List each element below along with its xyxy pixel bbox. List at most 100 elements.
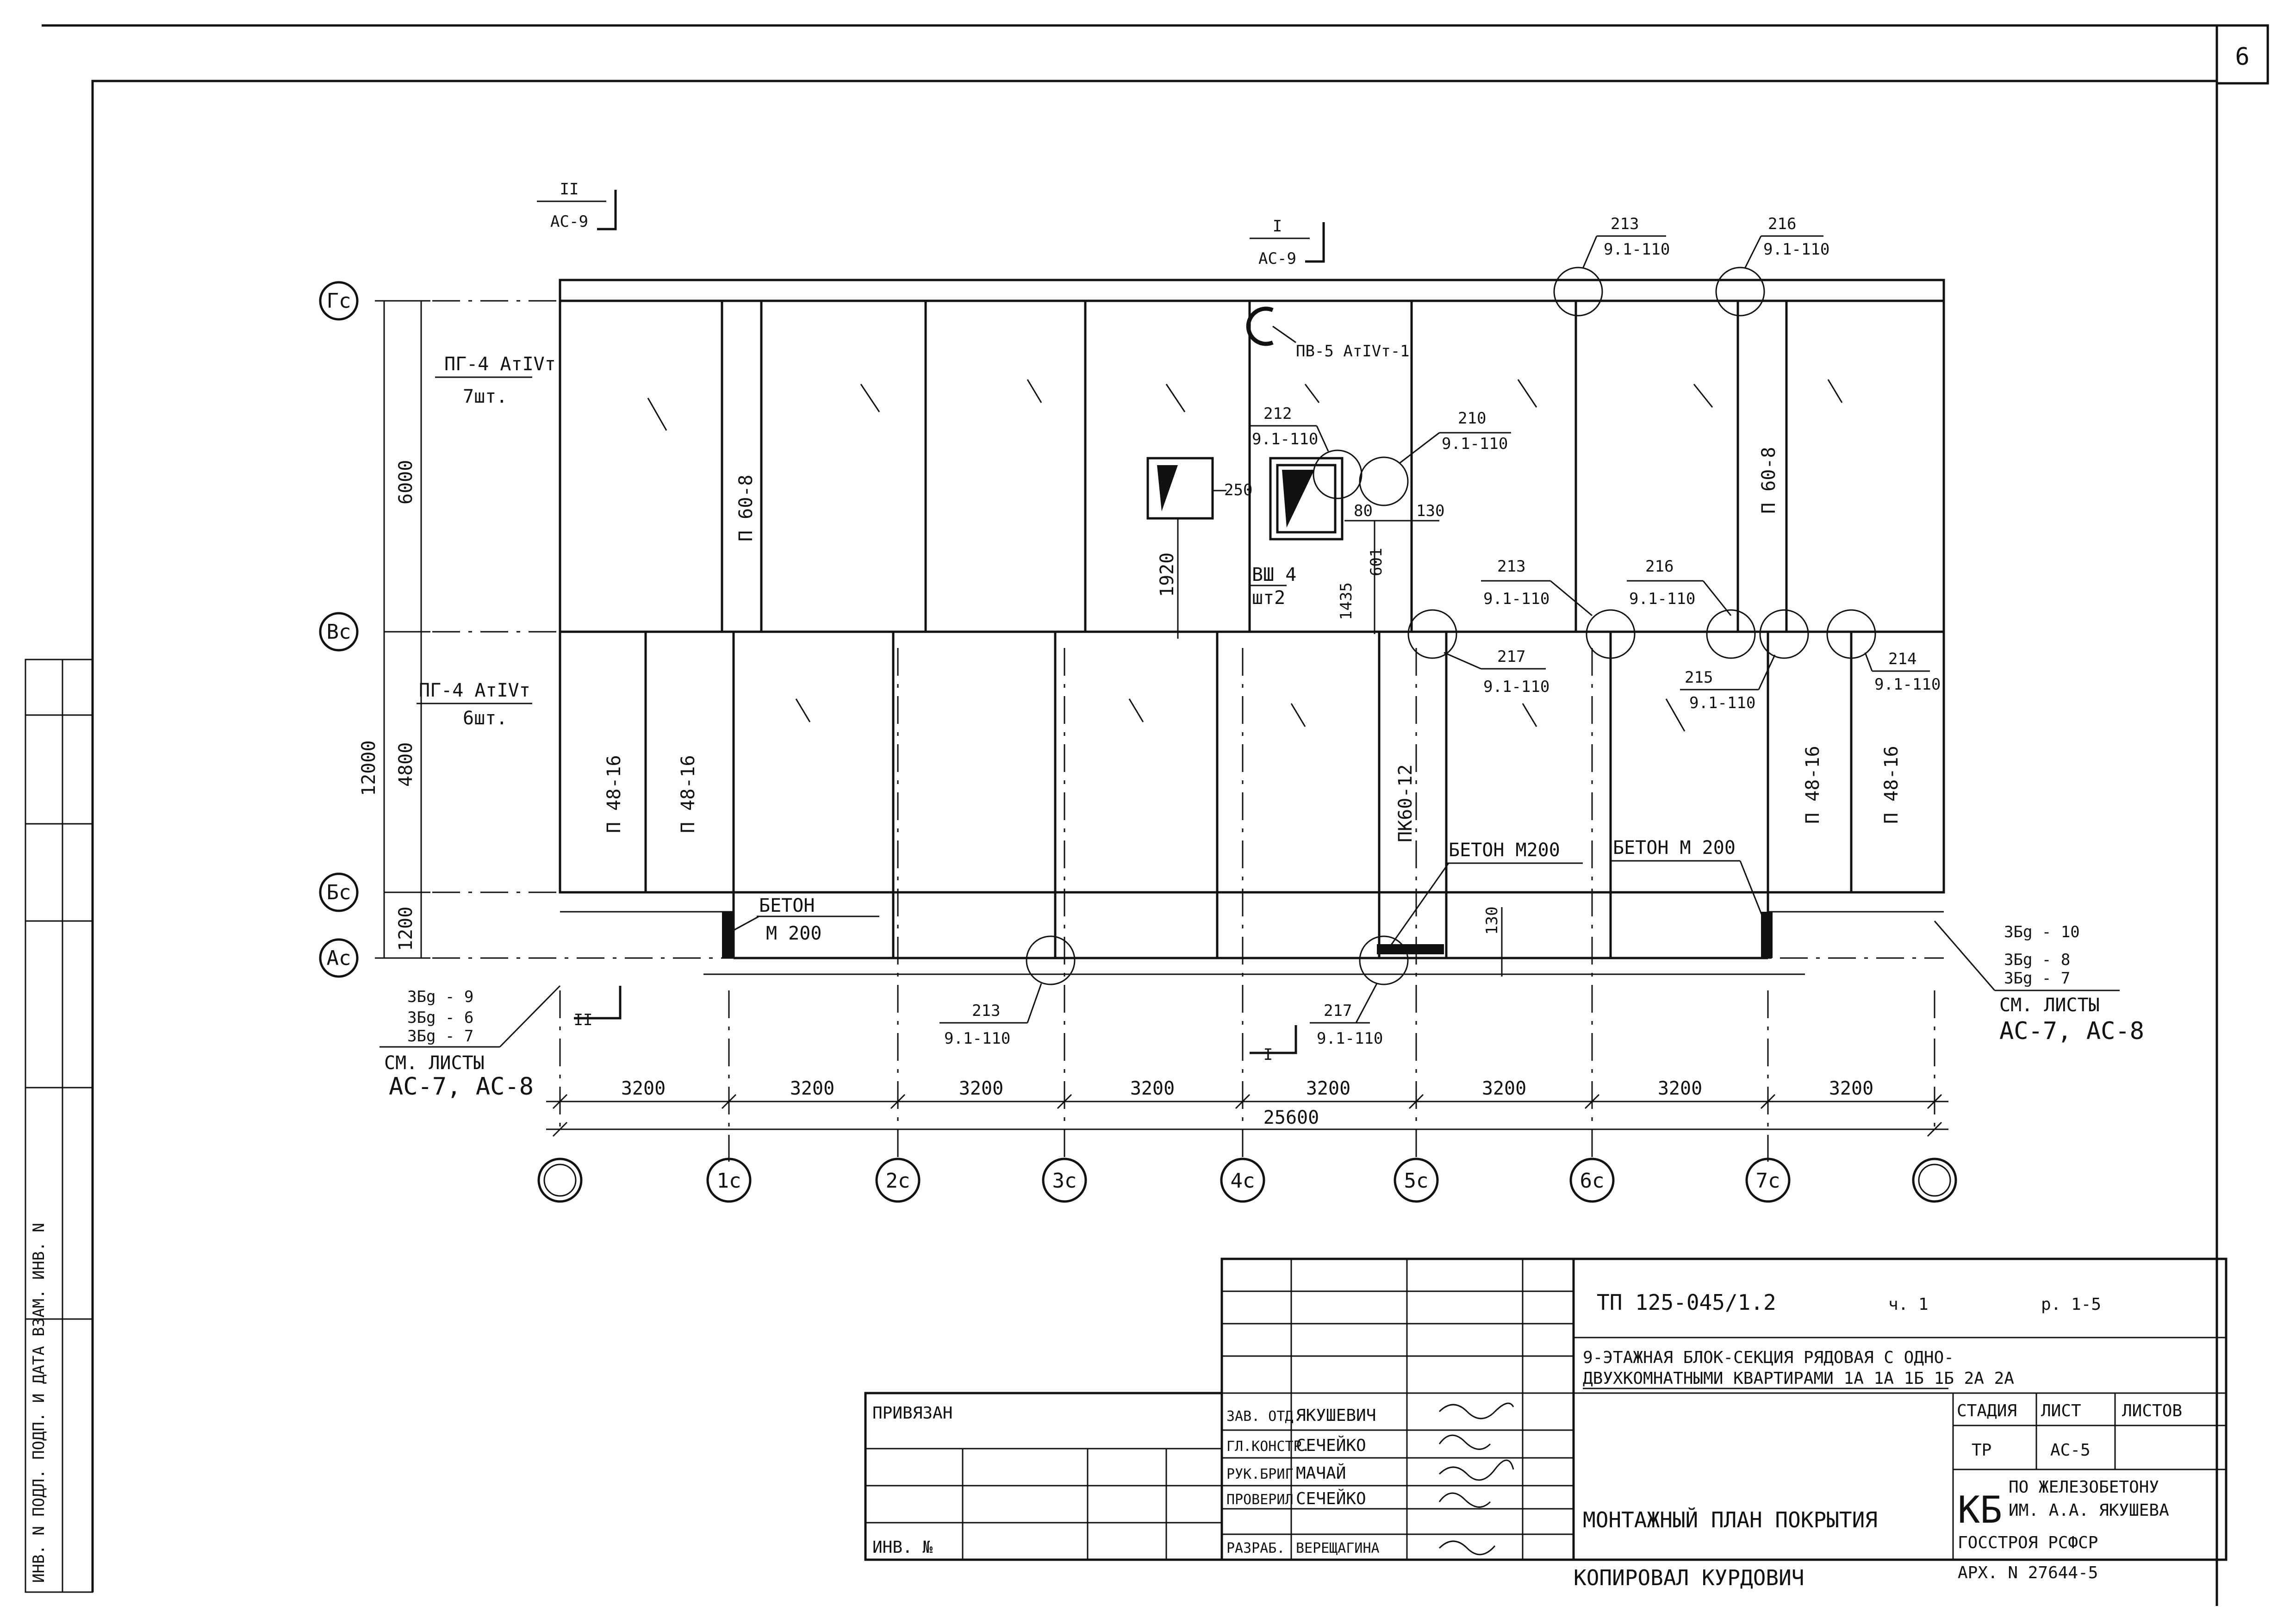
dim-601: 601 <box>1367 548 1386 576</box>
sign-name: ВЕРЕЩАГИНА <box>1296 1540 1380 1556</box>
span-dim: 3200 <box>1306 1078 1350 1099</box>
sign-role: ГЛ.КОНСТР. <box>1226 1438 1310 1455</box>
concrete-grade: М 200 <box>766 923 821 944</box>
dim-80: 80 <box>1354 502 1373 520</box>
dim-total-vertical: 12000 <box>358 741 380 796</box>
cut-sheet: АС-9 <box>550 212 588 231</box>
sign-name: СЕЧЕЙКО <box>1296 1436 1366 1455</box>
title-line2: ДВУХКОМНАТНЫМИ КВАРТИРАМИ 1А 1А 1Б 1Б 2А… <box>1583 1369 2014 1388</box>
slab-labels: ПГ-4 АтIVт 7шт. ПГ-4 АтIVт 6шт. П 60-8 П… <box>417 342 1902 842</box>
signature-scribble <box>1438 1434 1491 1450</box>
sheets-label: ЛИСТОВ <box>2122 1401 2182 1420</box>
node-ref: 9.1-110 <box>1252 430 1318 448</box>
vent-opening-left <box>1146 457 1214 520</box>
axis-label-row: Бс <box>327 881 351 904</box>
title-line1: 9-ЭТАЖНАЯ БЛОК-СЕКЦИЯ РЯДОВАЯ С ОДНО- <box>1583 1348 1954 1367</box>
beam-note: ЗБg - 6 <box>407 1008 473 1027</box>
node-ref: 9.1-110 <box>1483 678 1549 696</box>
span-dim: 3200 <box>621 1078 666 1099</box>
dim-1920: 1920 <box>1157 553 1178 597</box>
beam-notes-left: ЗБg - 9 ЗБg - 6 ЗБg - 7 СМ. ЛИСТЫ АС-7, … <box>380 985 561 1101</box>
beam-note: СМ. ЛИСТЫ <box>1999 995 2100 1016</box>
sheet-section: р. 1-5 <box>2041 1295 2101 1314</box>
section-marks: II АС-9 I АС-9 II I <box>537 180 1325 1064</box>
span-dim: 3200 <box>1130 1078 1175 1099</box>
sheet-label: ЛИСТ <box>2041 1401 2081 1420</box>
axis-label-col: 5с <box>1404 1169 1429 1193</box>
cut-sheet: АС-9 <box>1258 249 1296 268</box>
node-num: 212 <box>1263 405 1292 423</box>
bottom-dimensions: 3200 3200 3200 3200 3200 3200 3200 3200 … <box>546 1078 1948 1137</box>
dim-130b: 130 <box>1483 907 1501 935</box>
sign-role: РАЗРАБ. <box>1226 1540 1285 1556</box>
signature-scribble <box>1438 1459 1514 1481</box>
node-num: 215 <box>1685 668 1713 687</box>
concrete-label: БЕТОН М 200 <box>1613 837 1736 859</box>
org-line3: ГОССТРОЯ РСФСР <box>1958 1533 2098 1552</box>
slab-pg-mid: ПГ-4 АтIVт <box>419 680 530 701</box>
beam-note: АС-7, АС-8 <box>389 1073 534 1101</box>
sheet-number: АС-5 <box>2050 1441 2091 1460</box>
span-dim: 3200 <box>1658 1078 1702 1099</box>
beam-note: ЗБg - 8 <box>2004 951 2070 969</box>
slab-pg-top: ПГ-4 АтIVт <box>444 354 556 375</box>
left-dimensions: 12000 6000 4800 1200 <box>358 300 430 959</box>
axis-label-row: Гс <box>327 289 351 313</box>
sheet-code: ТП 125-045/1.2 <box>1597 1290 1776 1315</box>
sign-role: ПРОВЕРИЛ <box>1226 1492 1294 1508</box>
slab-p48: П 48-16 <box>1881 746 1902 824</box>
axis-lines <box>384 300 1944 1162</box>
beam-note: ЗБg - 10 <box>2004 923 2080 941</box>
axis-label-col: 4с <box>1231 1169 1255 1193</box>
slab-p60-right: П 60-8 <box>1758 447 1780 514</box>
beam-note: АС-7, АС-8 <box>1999 1017 2144 1045</box>
structural-plan <box>559 279 1945 975</box>
signature-scribble <box>1438 1492 1491 1508</box>
axis-label-col: 1с <box>717 1169 741 1193</box>
slab-p48: П 48-16 <box>1802 746 1823 824</box>
node-num: 213 <box>972 1002 1000 1020</box>
stage-value: ТР <box>1972 1441 1991 1460</box>
drawing-name: МОНТАЖНЫЙ ПЛАН ПОКРЫТИЯ <box>1583 1507 1878 1532</box>
cut-number: I <box>1263 1046 1273 1064</box>
beam-notes-right: ЗБg - 10 ЗБg - 8 ЗБg - 7 СМ. ЛИСТЫ АС-7,… <box>1934 921 2144 1045</box>
dim-6000: 6000 <box>395 460 417 504</box>
small-dimensions: 250 80 130 1920 1435 601 130 <box>1157 481 1503 977</box>
slab-pg-top-qty: 7шт. <box>463 386 507 407</box>
span-dim: 3200 <box>1829 1078 1873 1099</box>
cut-number: II <box>560 180 579 199</box>
span-dim: 3200 <box>1482 1078 1526 1099</box>
concrete-labels: БЕТОН М 200 БЕТОН М200 БЕТОН М 200 <box>733 837 1769 949</box>
org-line1: ПО ЖЕЛЕЗОБЕТОНУ <box>2009 1478 2159 1497</box>
org-code: КБ <box>1958 1488 2002 1531</box>
sign-name: ЯКУШЕВИЧ <box>1296 1406 1376 1425</box>
slab-p48: П 48-16 <box>678 755 699 833</box>
node-num: 217 <box>1497 647 1525 666</box>
node-num: 216 <box>1645 557 1674 576</box>
archive-number: АРХ. N 27644-5 <box>1958 1563 2098 1582</box>
inv-label: ИНВ. № <box>872 1538 933 1557</box>
sheet-part: ч. 1 <box>1888 1295 1929 1314</box>
span-dim: 3200 <box>959 1078 1003 1099</box>
node-ref: 9.1-110 <box>1689 694 1755 712</box>
node-ref: 9.1-110 <box>1763 240 1829 259</box>
node-ref: 9.1-110 <box>1483 590 1549 608</box>
corner-box <box>2215 24 2269 85</box>
axis-label-col: 6с <box>1580 1169 1605 1193</box>
axis-label-col: 2с <box>886 1169 910 1193</box>
signature-scribble <box>1438 1540 1496 1556</box>
dim-250: 250 <box>1224 481 1252 499</box>
cut-number: II <box>574 1011 593 1029</box>
sign-name: СЕЧЕЙКО <box>1296 1489 1366 1508</box>
node-num: 213 <box>1611 215 1639 233</box>
title-block: ПРИВЯЗАН ИНВ. № ТП 125-045/1.2 ч. 1 р. 1… <box>864 1257 2228 1561</box>
slab-pg-mid-qty: 6шт. <box>463 708 507 729</box>
beam-note: ЗБg - 9 <box>407 988 473 1006</box>
slab-p60-left: П 60-8 <box>735 475 757 542</box>
cut-number: I <box>1273 217 1282 236</box>
slab-pv: ПВ-5 АтIVт-1 <box>1296 342 1410 361</box>
copied-note: КОПИРОВАЛ КУРДОВИЧ <box>1574 1565 1804 1590</box>
column-axes: 1с 2с 3с 4с 5с 6с 7с <box>537 1158 1957 1203</box>
axis-label-col: 3с <box>1052 1169 1077 1193</box>
